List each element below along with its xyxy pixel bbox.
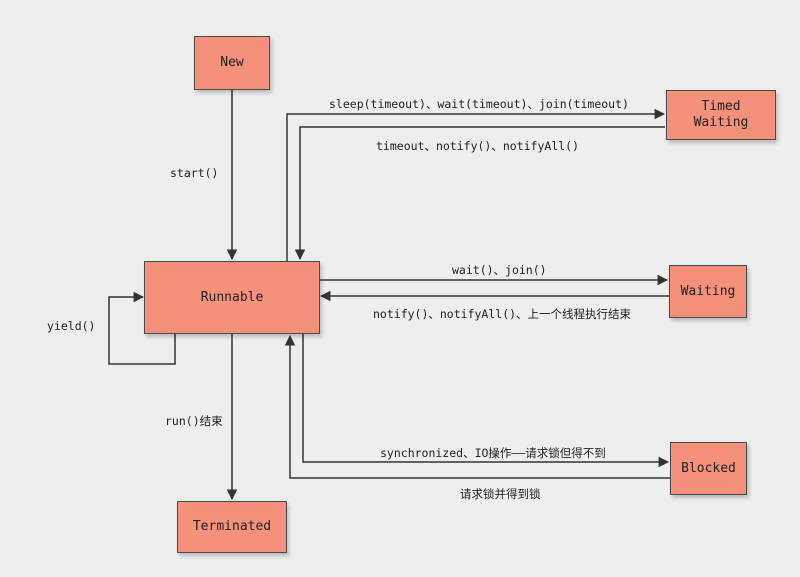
label-run-end: run()结束 (165, 414, 223, 428)
state-terminated: Terminated (177, 501, 287, 553)
label-to-blocked: synchronized、IO操作——请求锁但得不到 (380, 446, 606, 460)
arrow-from-blocked (284, 334, 670, 479)
label-from-blocked: 请求锁并得到锁 (460, 487, 541, 501)
arrow-to-blocked (302, 334, 670, 468)
state-blocked: Blocked (670, 442, 747, 495)
arrow-to-timed-waiting (286, 108, 666, 261)
arrow-yield-loop (108, 291, 176, 365)
state-timed-waiting: Timed Waiting (666, 90, 776, 140)
label-yield: yield() (47, 319, 96, 333)
arrow-from-timed-waiting (294, 126, 665, 261)
label-start: start() (170, 166, 219, 180)
state-new: New (194, 36, 270, 90)
state-runnable: Runnable (144, 261, 320, 334)
label-from-waiting: notify()、notifyAll()、上一个线程执行结束 (373, 307, 632, 321)
state-waiting: Waiting (669, 265, 747, 318)
label-from-timed-waiting: timeout、notify()、notifyAll() (376, 139, 580, 153)
label-to-timed-waiting: sleep(timeout)、wait(timeout)、join(timeou… (329, 97, 629, 111)
label-to-waiting: wait()、join() (452, 263, 547, 277)
